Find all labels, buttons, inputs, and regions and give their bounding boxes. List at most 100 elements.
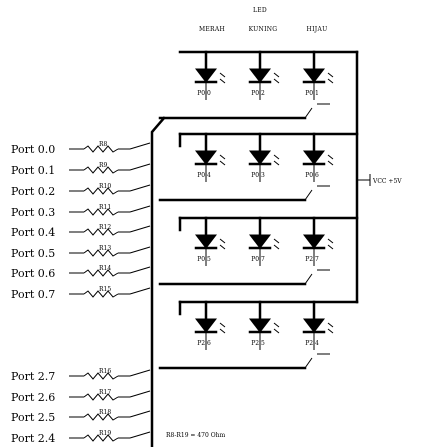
port-label: Port 2.5 (11, 411, 55, 424)
led-diode-symbol (248, 234, 272, 249)
led-label: P0.0 (197, 90, 211, 97)
led-group: P0.0 P0.2 P0.1 (158, 50, 359, 120)
resistor-label: R18 (99, 409, 111, 416)
led-diode-symbol (302, 318, 326, 333)
port-label: Port 0.5 (11, 247, 55, 260)
led-light-arrow (219, 160, 226, 166)
resistor-symbol (83, 187, 119, 195)
port-connector (129, 205, 151, 213)
port-connector (129, 184, 151, 192)
resistor-symbol (83, 145, 119, 153)
port-connector (129, 225, 151, 233)
led: P0.1 (302, 50, 334, 100)
led-label: P0.7 (251, 256, 265, 263)
port-label: Port 2.4 (11, 432, 55, 445)
led-light-arrow (273, 244, 280, 250)
resistor-label: R8 (99, 141, 108, 148)
resistor-label: R12 (99, 224, 111, 231)
led-diode-symbol (248, 318, 272, 333)
led: P2.4 (302, 300, 334, 350)
port-label: Port 0.2 (11, 185, 55, 198)
resistor-symbol (83, 269, 119, 277)
led: P0.7 (248, 216, 280, 266)
port-connector (129, 266, 151, 274)
port-row: Port 0.0 R8 (11, 141, 151, 156)
led-diode-symbol (302, 150, 326, 165)
led-diode-symbol (194, 150, 218, 165)
led-light-arrow (327, 328, 334, 334)
led-label: P0.5 (197, 256, 211, 263)
led-light-arrow (327, 160, 334, 166)
port-label: Port 0.0 (11, 143, 55, 156)
vcc-label: VCC +5V (372, 178, 402, 185)
led: P2.5 (248, 300, 280, 350)
port-row: Port 0.5 R13 (11, 245, 151, 260)
port-connector (129, 163, 151, 171)
led-diode-symbol (248, 150, 272, 165)
resistor-label: R16 (99, 368, 111, 375)
led-group: P0.4 P0.3 P0.6 (158, 132, 359, 202)
led-light-arrow (327, 238, 334, 244)
led-diode-symbol (194, 234, 218, 249)
port-connector (129, 287, 151, 295)
led-light-arrow (273, 238, 280, 244)
led: P0.6 (302, 132, 334, 182)
led-label: P2.5 (251, 340, 265, 347)
port-bus (150, 116, 166, 447)
led-light-arrow (219, 322, 226, 328)
led-diode-symbol (194, 318, 218, 333)
resistor-symbol (83, 228, 119, 236)
resistor-symbol (83, 249, 119, 257)
led-light-arrow (327, 244, 334, 250)
port-label: Port 2.7 (11, 370, 55, 383)
resistor-label: R9 (99, 162, 108, 169)
port-row: Port 2.7 R16 (11, 368, 151, 383)
port-connector (129, 246, 151, 254)
led-light-arrow (273, 72, 280, 78)
port-label: Port 0.4 (11, 226, 55, 239)
led-diode-symbol (302, 68, 326, 83)
led-light-arrow (219, 154, 226, 160)
port-label: Port 0.7 (11, 288, 55, 301)
resistor-symbol (83, 372, 119, 380)
port-row: Port 2.5 R18 (11, 409, 151, 424)
led-color-red-label: MERAH (199, 26, 225, 33)
led-diode-symbol (302, 234, 326, 249)
led-label: P0.1 (305, 90, 319, 97)
resistor-symbol (83, 434, 119, 442)
resistor-label: R19 (99, 430, 111, 437)
led: P0.3 (248, 132, 280, 182)
led-color-yellow-label: KUNING (249, 26, 278, 33)
port-connector (129, 431, 151, 439)
led-light-arrow (273, 328, 280, 334)
led: P0.4 (194, 132, 226, 182)
resistor-symbol (83, 208, 119, 216)
led: P0.2 (248, 50, 280, 100)
led-light-arrow (219, 244, 226, 250)
port-connector (129, 390, 151, 398)
led-light-arrow (273, 322, 280, 328)
port-connector (129, 369, 151, 377)
led: P0.5 (194, 216, 226, 266)
led-light-arrow (219, 328, 226, 334)
port-row: Port 0.7 R15 (11, 286, 151, 301)
resistor-label: R13 (99, 245, 111, 252)
resistor-label: R15 (99, 286, 111, 293)
led: P2.6 (194, 300, 226, 350)
led: P0.0 (194, 50, 226, 100)
resistor-symbol (83, 413, 119, 421)
led-light-arrow (327, 322, 334, 328)
led-light-arrow (327, 154, 334, 160)
led-label: P0.2 (251, 90, 265, 97)
led-diode-symbol (194, 68, 218, 83)
